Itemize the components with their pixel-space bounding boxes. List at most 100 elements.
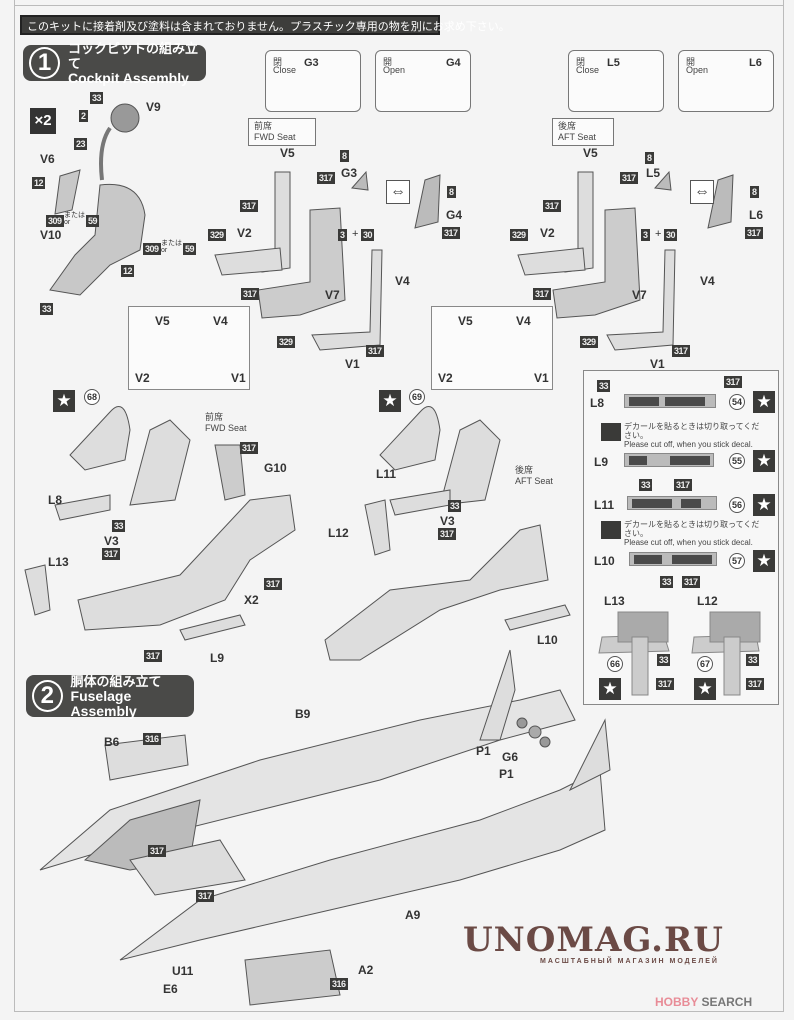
paint-code: 316 [143, 733, 161, 745]
paint-code: 317 [148, 845, 166, 857]
part-label-l12: L12 [328, 526, 349, 540]
part-label-a2: A2 [358, 963, 374, 977]
star-icon: ★ [53, 390, 75, 412]
paint-code: 317 [144, 650, 162, 662]
watermark-title: UNOMAG.RU [463, 920, 724, 960]
alternative-parts-icon: ⇔ [386, 180, 410, 204]
paint-code: 8 [750, 186, 759, 198]
paint-code: 33 [657, 654, 671, 666]
canopy-close-callout-fwd: 閉 Close G3 [265, 50, 361, 112]
instrument-panel-legend: 33 317 L8 54 ★ デカールを貼るときは切り取ってください。Pleas… [583, 370, 779, 705]
decal-cut-note: デカールを貼るときは切り取ってください。Please cut off, when… [624, 422, 760, 449]
part-label-v10: V10 [40, 228, 62, 242]
seat-v7-drawing [257, 207, 346, 319]
paint-code: 309 [46, 215, 64, 227]
part-label-v1: V1 [345, 357, 360, 371]
paint-code: 317 [543, 200, 561, 212]
part-label-g4: G4 [446, 208, 463, 222]
canopy-close-callout-aft: 閉 Close L5 [568, 50, 664, 112]
paint-code: 317 [674, 479, 692, 491]
part-label-l13: L13 [48, 555, 69, 569]
step-1-number: 1 [29, 47, 61, 79]
part-label-v6: V6 [40, 152, 55, 166]
part-label-l9: L9 [594, 455, 609, 469]
star-icon: ★ [379, 390, 401, 412]
paint-code: 316 [330, 978, 348, 990]
paint-code: 33 [597, 380, 611, 392]
step-2-header: 2 胴体の組み立て Fuselage Assembly [26, 673, 194, 719]
paint-code: 12 [32, 177, 46, 189]
star-icon: ★ [753, 494, 775, 516]
part-label-p1: P1 [499, 767, 514, 781]
decal-cut-icon [601, 521, 621, 539]
decal-number: 55 [729, 453, 745, 469]
paint-code: 317 [682, 576, 700, 588]
decal-cut-note: デカールを貼るときは切り取ってください。Please cut off, when… [624, 520, 760, 547]
part-label-l9: L9 [210, 651, 225, 665]
paint-code: 317 [745, 227, 763, 239]
paint-code: 59 [86, 215, 100, 227]
part-label-l10: L10 [594, 554, 615, 568]
canopy-open-callout-fwd: 開 Open G4 [375, 50, 471, 112]
part-label-v7: V7 [325, 288, 340, 302]
star-icon: ★ [753, 391, 775, 413]
panel-l10-strip [629, 552, 717, 566]
part-label-u11: U11 [172, 964, 194, 978]
paint-code: 3 [641, 229, 650, 241]
part-label-v3: V3 [440, 514, 455, 528]
paint-code: 329 [510, 229, 528, 241]
paint-code: 317 [724, 376, 742, 388]
part-label-l13: L13 [604, 594, 625, 608]
paint-code: 317 [438, 528, 456, 540]
decal-number: 56 [729, 497, 745, 513]
part-label-l8: L8 [590, 396, 605, 410]
page-frame [14, 0, 784, 1012]
notice-banner: このキットに接着剤及び塗料は含まれておりません。プラスチック専用の物を別にお求め… [20, 15, 510, 35]
hobby-search-logo: HOBBY SEARCH [655, 995, 753, 1009]
decal-number: 68 [84, 389, 100, 405]
paint-code: 3 [338, 229, 347, 241]
part-label-l10: L10 [537, 633, 558, 647]
oxygen-hose-drawing [99, 126, 112, 181]
paint-code: 317 [746, 678, 764, 690]
paint-code: 317 [240, 200, 258, 212]
paint-code: 309 [143, 243, 161, 255]
part-label-a9: A9 [405, 908, 421, 922]
paint-code: 317 [102, 548, 120, 560]
part-label-v4: V4 [700, 274, 715, 288]
part-label-v9: V9 [146, 100, 161, 114]
star-icon: ★ [694, 678, 716, 700]
part-label-v4: V4 [395, 274, 410, 288]
decal-number: 54 [729, 394, 745, 410]
part-label-l12: L12 [697, 594, 718, 608]
paint-code: 329 [277, 336, 295, 348]
part-label-l6: L6 [749, 208, 764, 222]
paint-code: 33 [40, 303, 54, 315]
paint-code: 329 [580, 336, 598, 348]
step-2-title-en: Fuselage Assembly [70, 687, 137, 719]
paint-code: 317 [656, 678, 674, 690]
part-label-e6: E6 [163, 982, 178, 996]
part-label-b9: B9 [295, 707, 311, 721]
step-2-number: 2 [32, 680, 63, 712]
decal-number: 67 [697, 656, 713, 672]
paint-code: 59 [183, 243, 197, 255]
paint-code: 30 [664, 229, 678, 241]
step-1-title-jp: コックピットの組み立て [68, 40, 199, 71]
pilot-body-drawing [49, 183, 146, 296]
paint-code: 33 [746, 654, 760, 666]
step-2-title-jp: 胴体の組み立て [70, 673, 162, 689]
part-label-v2: V2 [540, 226, 555, 240]
paint-code: 317 [264, 578, 282, 590]
watermark-subtitle: МАСШТАБНЫЙ МАГАЗИН МОДЕЛЕЙ [540, 958, 719, 965]
part-label-v1: V1 [650, 357, 665, 371]
arm-drawing [54, 169, 81, 215]
paint-code: 12 [121, 265, 135, 277]
cockpit-tub-aft-drawing [324, 524, 549, 661]
paint-code: 33 [660, 576, 674, 588]
alternative-parts-icon: ⇔ [690, 180, 714, 204]
